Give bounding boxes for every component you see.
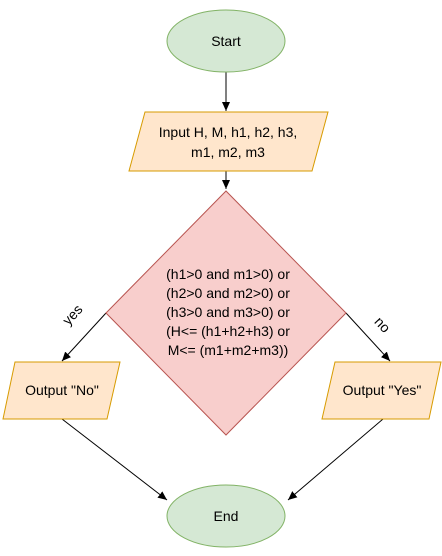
input-node: Input H, M, h1, h2, h3, m1, m2, m3 bbox=[128, 111, 329, 172]
start-label: Start bbox=[211, 33, 241, 49]
output-no-label: Output "No" bbox=[25, 382, 99, 398]
end-node: End bbox=[166, 484, 286, 548]
start-node: Start bbox=[166, 9, 286, 73]
input-label-line-1: Input H, M, h1, h2, h3, bbox=[159, 124, 298, 140]
edge-output-no-to-end bbox=[61, 418, 168, 501]
decision-label-line-2: (h2>0 and m2>0) or bbox=[166, 285, 290, 301]
decision-node: (h1>0 and m1>0) or (h2>0 and m2>0) or (h… bbox=[105, 190, 347, 436]
output-yes-label: Output "Yes" bbox=[343, 382, 422, 398]
decision-label-line-1: (h1>0 and m1>0) or bbox=[166, 266, 290, 282]
edge-decision-to-output-no bbox=[61, 312, 107, 362]
decision-label-line-3: (h3>0 and m3>0) or bbox=[166, 304, 290, 320]
edge-label-no: no bbox=[371, 313, 393, 335]
edge-output-yes-to-end bbox=[287, 418, 384, 501]
input-label-line-2: m1, m2, m3 bbox=[191, 144, 265, 160]
output-no-node: Output "No" bbox=[2, 361, 121, 420]
decision-label-line-4: (H<= (h1+h2+h3) or bbox=[166, 323, 290, 339]
output-yes-node: Output "Yes" bbox=[321, 361, 442, 420]
end-label: End bbox=[214, 508, 239, 524]
edge-label-yes: yes bbox=[59, 301, 86, 328]
decision-label-line-5: M<= (m1+m2+m3)) bbox=[168, 342, 289, 358]
edge-decision-to-output-yes bbox=[345, 312, 391, 362]
